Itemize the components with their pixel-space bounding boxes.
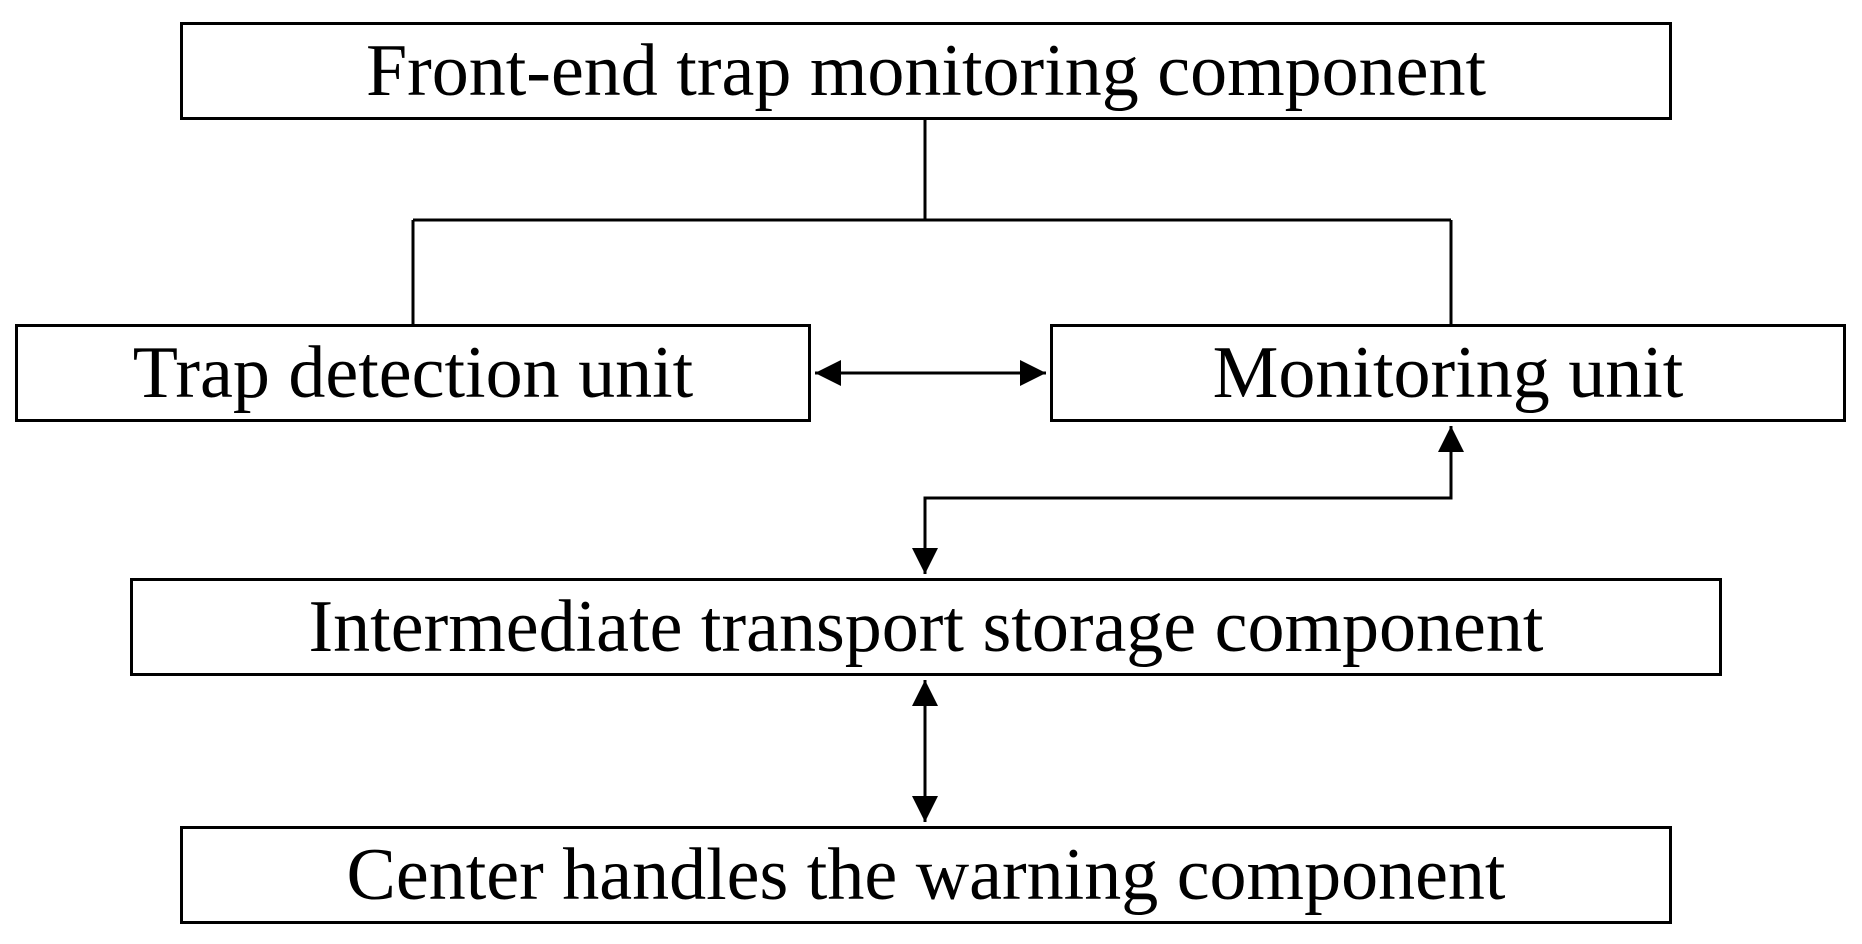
front-end-trap-monitoring-node: Front-end trap monitoring component	[180, 22, 1672, 120]
tree-connector-line	[411, 120, 1453, 324]
center-warning-label: Center handles the warning component	[346, 834, 1506, 916]
intermediate-transport-storage-node: Intermediate transport storage component	[130, 578, 1722, 676]
monitor-intermediate-arrow	[912, 426, 1464, 574]
trap-detection-unit-label: Trap detection unit	[132, 332, 694, 414]
monitoring-unit-label: Monitoring unit	[1212, 332, 1684, 414]
front-end-trap-monitoring-label: Front-end trap monitoring component	[365, 30, 1487, 112]
center-warning-node: Center handles the warning component	[180, 826, 1672, 924]
monitoring-unit-node: Monitoring unit	[1050, 324, 1846, 422]
intermediate-transport-storage-label: Intermediate transport storage component	[308, 586, 1544, 668]
trap-detection-unit-node: Trap detection unit	[15, 324, 811, 422]
